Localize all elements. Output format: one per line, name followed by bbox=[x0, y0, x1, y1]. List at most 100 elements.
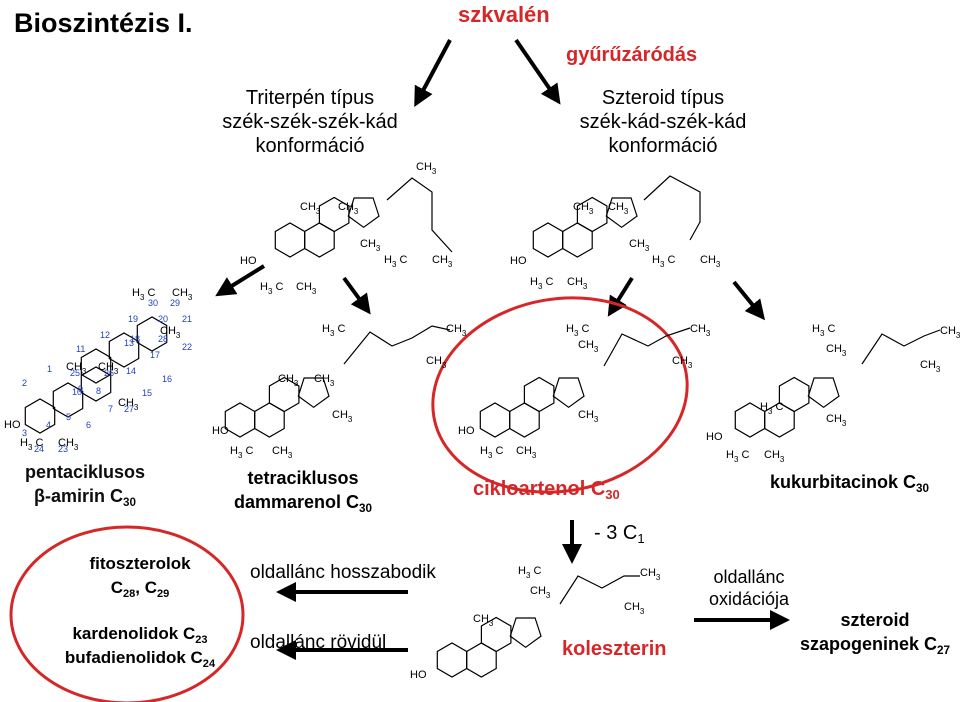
amyrin-ring bbox=[24, 398, 56, 434]
arrow-to-amyrin bbox=[215, 264, 266, 297]
sapogenin-label: szteroid szapogeninek C27 bbox=[790, 608, 960, 656]
cycloartenol-label: cikloartenol C30 bbox=[473, 478, 620, 501]
steroid-ring-a bbox=[532, 222, 564, 258]
methyl-label: H3 C bbox=[530, 276, 553, 291]
side-ox-line-1: oldallánc bbox=[713, 567, 785, 587]
sapogenin-sub: 27 bbox=[937, 644, 951, 657]
arrow-to-triterpene bbox=[414, 39, 452, 108]
triterpene-side-chain bbox=[386, 177, 453, 253]
carbon-number: 15 bbox=[142, 388, 152, 398]
carbon-number: 12 bbox=[100, 330, 110, 340]
arrow-to-dammarenol bbox=[342, 276, 371, 315]
methyl-label: CH3 bbox=[446, 323, 467, 338]
methyl-label: H3 C bbox=[726, 449, 749, 464]
methyl-label: CH3 bbox=[920, 359, 941, 374]
sapogenin-name: szapogeninek C bbox=[799, 634, 937, 654]
cholesterol-ring-a bbox=[436, 642, 468, 678]
carbon-number: 23 bbox=[58, 444, 68, 454]
triterpene-line-1: Triterpén típus bbox=[245, 87, 375, 109]
side-chain-lengthens-label: oldallánc hosszabodik bbox=[250, 562, 436, 583]
steroid-ring-b bbox=[562, 222, 593, 258]
cucurbitacin-ring-c bbox=[778, 376, 810, 413]
methyl-label: CH3 bbox=[332, 409, 353, 424]
cholesterol-side-chain bbox=[559, 575, 640, 605]
cholesterol-ring-c bbox=[480, 616, 512, 653]
methyl-label: CH3 bbox=[578, 409, 599, 424]
hydroxyl-label: HO bbox=[410, 669, 427, 681]
methyl-label: CH3 bbox=[764, 449, 785, 464]
carbon-number: 8 bbox=[96, 386, 101, 396]
steroid-ring-c bbox=[576, 196, 608, 233]
methyl-label: CH3 bbox=[58, 437, 79, 452]
methyl-label: CH3 bbox=[338, 201, 359, 216]
phyto-sub-29: 29 bbox=[157, 588, 170, 600]
triterpene-ring-c bbox=[318, 196, 350, 233]
cardenolide-label: kardenolidok C23 bufadienolidok C24 bbox=[30, 622, 250, 670]
amyrin-line-1: pentaciklusos bbox=[24, 462, 146, 482]
carbon-number: 7 bbox=[108, 404, 113, 414]
methyl-label: CH3 bbox=[624, 601, 645, 616]
methyl-label: H3 C bbox=[260, 281, 283, 296]
amyrin-ring-e bbox=[108, 332, 140, 368]
carbon-number: 2 bbox=[22, 378, 27, 388]
cucurbitacin-name: kukurbitacinok C bbox=[770, 472, 917, 492]
highlight-oval-cycloartenol bbox=[431, 296, 689, 494]
steroid-line-2: szék-kád-szék-kád bbox=[579, 111, 747, 133]
cucurbitacin-label: kukurbitacinok C30 bbox=[770, 472, 929, 494]
carbon-number: 28 bbox=[158, 334, 168, 344]
carbon-number: 22 bbox=[182, 342, 192, 352]
phyto-c: C bbox=[110, 578, 123, 597]
methyl-label: CH3 bbox=[360, 238, 381, 253]
methyl-label: CH3 bbox=[300, 201, 321, 216]
methyl-label: CH3 bbox=[118, 397, 139, 412]
carbon-number: 16 bbox=[162, 374, 172, 384]
methyl-label: CH3 bbox=[690, 323, 711, 338]
methyl-label: CH3 bbox=[700, 254, 721, 269]
hydroxyl-label: HO bbox=[4, 419, 21, 431]
squalene-label: szkvalén bbox=[458, 2, 550, 27]
carbon-number: 30 bbox=[148, 298, 158, 308]
methyl-label: H3 C bbox=[652, 254, 675, 269]
carbon-loss-text: - 3 C bbox=[594, 522, 638, 544]
methyl-label: CH3 bbox=[578, 339, 599, 354]
cycloartenol-ring-a bbox=[479, 402, 511, 438]
cycloartenol-ring-b bbox=[509, 402, 540, 438]
steroid-type-label: Szteroid típus szék-kád-szék-kád konform… bbox=[563, 86, 763, 158]
hydroxyl-label: HO bbox=[510, 255, 527, 267]
carbon-loss-sub: 1 bbox=[637, 531, 645, 546]
carbon-number: 26 bbox=[104, 368, 114, 378]
cyclization-label: gyűrűzáródás bbox=[566, 44, 698, 66]
methyl-label: H3 C bbox=[20, 437, 43, 452]
methyl-label: H3 C bbox=[812, 323, 835, 338]
dammarenol-name: dammarenol C bbox=[233, 492, 360, 512]
side-chain-oxidation-label: oldallánc oxidációja bbox=[694, 566, 804, 610]
dammarenol-ring-a bbox=[224, 402, 256, 438]
dammarenol-ring-b bbox=[254, 402, 285, 438]
amyrin-name: β-amirin C bbox=[33, 486, 123, 506]
cycloartenol-sub: 30 bbox=[605, 487, 620, 502]
amyrin-ring bbox=[80, 366, 112, 402]
methyl-label: CH3 bbox=[432, 254, 453, 269]
side-ox-line-2: oxidációja bbox=[708, 589, 790, 609]
cucurbitacin-side-chain bbox=[861, 329, 941, 365]
page-title: Bioszintézis I. bbox=[14, 8, 193, 38]
triterpene-ring-b bbox=[304, 222, 335, 258]
bufadienolide-sub: 24 bbox=[202, 658, 216, 670]
cardenolide-sub: 23 bbox=[195, 634, 208, 646]
carbon-number: 9 bbox=[78, 384, 83, 394]
dammarenol-line-1: tetraciklusos bbox=[247, 468, 359, 488]
methyl-label: CH3 bbox=[278, 373, 299, 388]
cardenolide-name: kardenolidok C bbox=[72, 624, 196, 643]
methyl-label: CH3 bbox=[573, 201, 594, 216]
carbon-number: 6 bbox=[86, 420, 91, 430]
phyto-sub-28: 28 bbox=[122, 588, 136, 600]
methyl-label: H3 C bbox=[384, 254, 407, 269]
steroid-side-chain bbox=[643, 175, 701, 241]
carbon-number: 29 bbox=[170, 298, 180, 308]
carbon-number: 1 bbox=[47, 364, 52, 374]
methyl-label: CH3 bbox=[66, 361, 87, 376]
reaction-arrows bbox=[215, 38, 790, 660]
triterpene-line-2: szék-szék-szék-kád bbox=[222, 111, 398, 133]
